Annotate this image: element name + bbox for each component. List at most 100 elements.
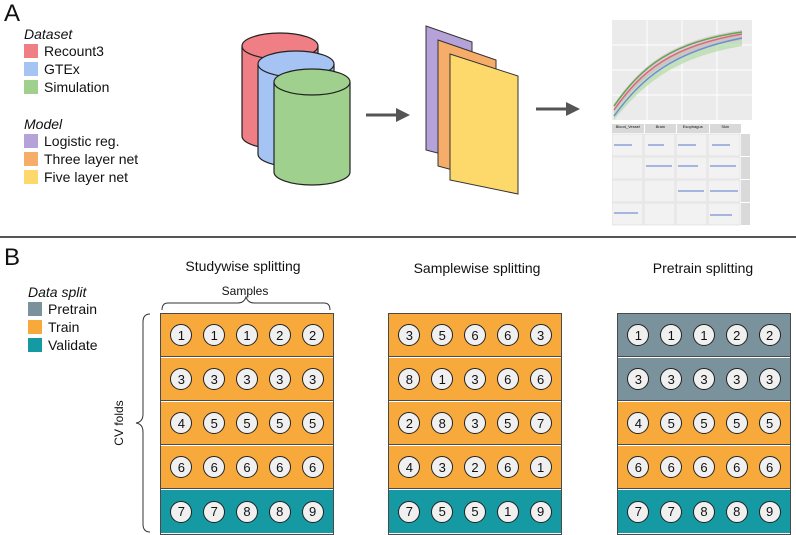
study-id-circle: 3: [268, 368, 291, 390]
study-id-circle: 6: [627, 456, 650, 478]
study-id-circle: 3: [301, 368, 324, 390]
study-id-circle: 6: [496, 456, 519, 478]
simulation-swatch: [24, 80, 38, 94]
study-id-circle: 4: [170, 412, 193, 434]
legend-item-recount3: Recount3: [24, 42, 109, 60]
study-id-circle: 5: [431, 500, 454, 523]
legend-label: Pretrain: [48, 301, 98, 317]
study-id-circle: 6: [529, 368, 552, 390]
cv-folds-label: CV folds: [112, 400, 126, 446]
legend-label: Three layer net: [44, 151, 139, 167]
study-id-circle: 4: [627, 412, 650, 434]
study-id-circle: 6: [496, 368, 519, 390]
study-id-circle: 1: [170, 324, 193, 346]
study-id-circle: 3: [398, 324, 421, 346]
study-id-circle: 7: [398, 500, 421, 523]
study-id-circle: 9: [529, 500, 552, 523]
study-id-circle: 3: [463, 368, 486, 390]
legend-item-five-layer: Five layer net: [24, 168, 138, 186]
study-id-circle: 8: [235, 500, 258, 523]
study-id-circle: 1: [235, 324, 258, 346]
study-id-circle: 8: [431, 412, 454, 434]
study-id-circle: 5: [692, 412, 715, 434]
data-split-legend-title: Data split: [28, 284, 87, 300]
panel-b-letter: B: [4, 244, 21, 271]
legend-item-pretrain: Pretrain: [28, 300, 98, 318]
study-id-circle: 5: [496, 412, 519, 434]
study-id-circle: 8: [725, 500, 748, 523]
cv-folds-brace-icon: [135, 313, 151, 533]
study-id-circle: 2: [398, 412, 421, 434]
facet-grid-panels: [611, 133, 750, 226]
study-id-circle: 5: [301, 412, 324, 434]
facet-header: Skin: [709, 124, 741, 133]
legend-item-train: Train: [28, 318, 98, 336]
three-layer-swatch: [24, 152, 38, 166]
legend-item-logistic: Logistic reg.: [24, 132, 138, 150]
study-id-circle: 6: [203, 456, 226, 478]
study-id-circle: 5: [203, 412, 226, 434]
study-id-circle: 2: [725, 324, 748, 346]
study-id-circle: 3: [170, 368, 193, 390]
study-id-circle: 6: [268, 456, 291, 478]
model-legend-title: Model: [24, 116, 63, 132]
facet-grid-thumbnail: Blood_Vessel Brain Esophagus Skin: [611, 124, 750, 228]
facet-header: Blood_Vessel: [612, 124, 644, 133]
dataset-legend: Dataset Recount3 GTEx Simulation: [24, 26, 109, 96]
study-id-circle: 8: [398, 368, 421, 390]
data-split-legend: Data split Pretrain Train Validate: [28, 284, 98, 354]
study-id-circle: 3: [431, 456, 454, 478]
study-id-circle: 8: [268, 500, 291, 523]
train-swatch: [28, 320, 42, 334]
legend-label: Logistic reg.: [44, 133, 120, 149]
study-id-circle: 9: [758, 500, 781, 523]
study-id-circle: 6: [170, 456, 193, 478]
study-id-circle: 1: [529, 456, 552, 478]
study-id-circle: 3: [529, 324, 552, 346]
legend-item-gtex: GTEx: [24, 60, 109, 78]
five-layer-swatch: [24, 170, 38, 184]
recount3-swatch: [24, 44, 38, 58]
study-id-circle: 2: [301, 324, 324, 346]
study-id-circle: 5: [431, 324, 454, 346]
study-id-circle: 7: [170, 500, 193, 523]
study-id-circle: 5: [463, 500, 486, 523]
study-id-circle: 6: [692, 456, 715, 478]
facet-header: Esophagus: [677, 124, 709, 133]
panel-a-letter: A: [4, 0, 21, 27]
study-id-circle: 5: [268, 412, 291, 434]
study-id-circle: 8: [692, 500, 715, 523]
facet-header: Brain: [644, 124, 676, 133]
study-id-circle: 2: [268, 324, 291, 346]
legend-label: Train: [48, 319, 80, 335]
study-id-circle: 6: [725, 456, 748, 478]
legend-label: Five layer net: [44, 169, 129, 185]
arrow-right-icon: [366, 108, 410, 122]
panel-divider: [0, 236, 796, 238]
study-id-circle: 3: [692, 368, 715, 390]
study-id-circle: 1: [203, 324, 226, 346]
model-legend: Model Logistic reg. Three layer net Five…: [24, 116, 138, 186]
study-id-circle: 1: [627, 324, 650, 346]
validate-swatch: [28, 338, 42, 352]
split-title-samplewise: Samplewise splitting: [413, 260, 541, 276]
study-id-circle: 4: [398, 456, 421, 478]
gtex-swatch: [24, 62, 38, 76]
study-id-circle: 3: [660, 368, 683, 390]
study-id-circle: 1: [692, 324, 715, 346]
study-id-circle: 9: [301, 500, 324, 523]
study-id-circle: 2: [463, 456, 486, 478]
samples-label: Samples: [221, 284, 269, 298]
study-id-circle: 6: [301, 456, 324, 478]
pretrain-swatch: [28, 302, 42, 316]
